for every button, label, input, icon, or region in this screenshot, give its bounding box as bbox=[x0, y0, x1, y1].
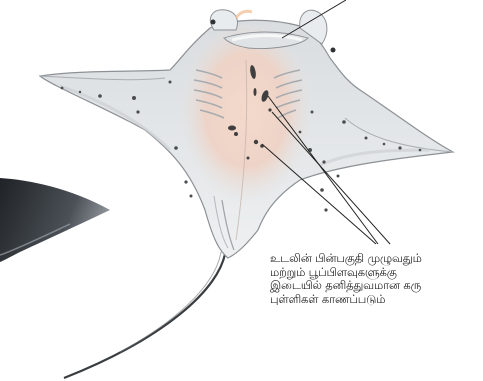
figure-caption: உடலின் பின்பகுதி முழுவதும் மற்றும் பூப்ப… bbox=[270, 252, 483, 306]
caption-line-2: மற்றும் பூப்பிளவுகளுக்கு bbox=[270, 266, 483, 280]
caption-line-3: இடையில் தனித்துவமான கரு bbox=[270, 279, 483, 293]
caption-line-1: உடலின் பின்பகுதி முழுவதும் bbox=[270, 252, 483, 266]
caption-line-4: புள்ளிகள் காணப்படும் bbox=[270, 293, 483, 307]
second-ray-fin bbox=[0, 178, 110, 262]
tail bbox=[64, 248, 226, 378]
